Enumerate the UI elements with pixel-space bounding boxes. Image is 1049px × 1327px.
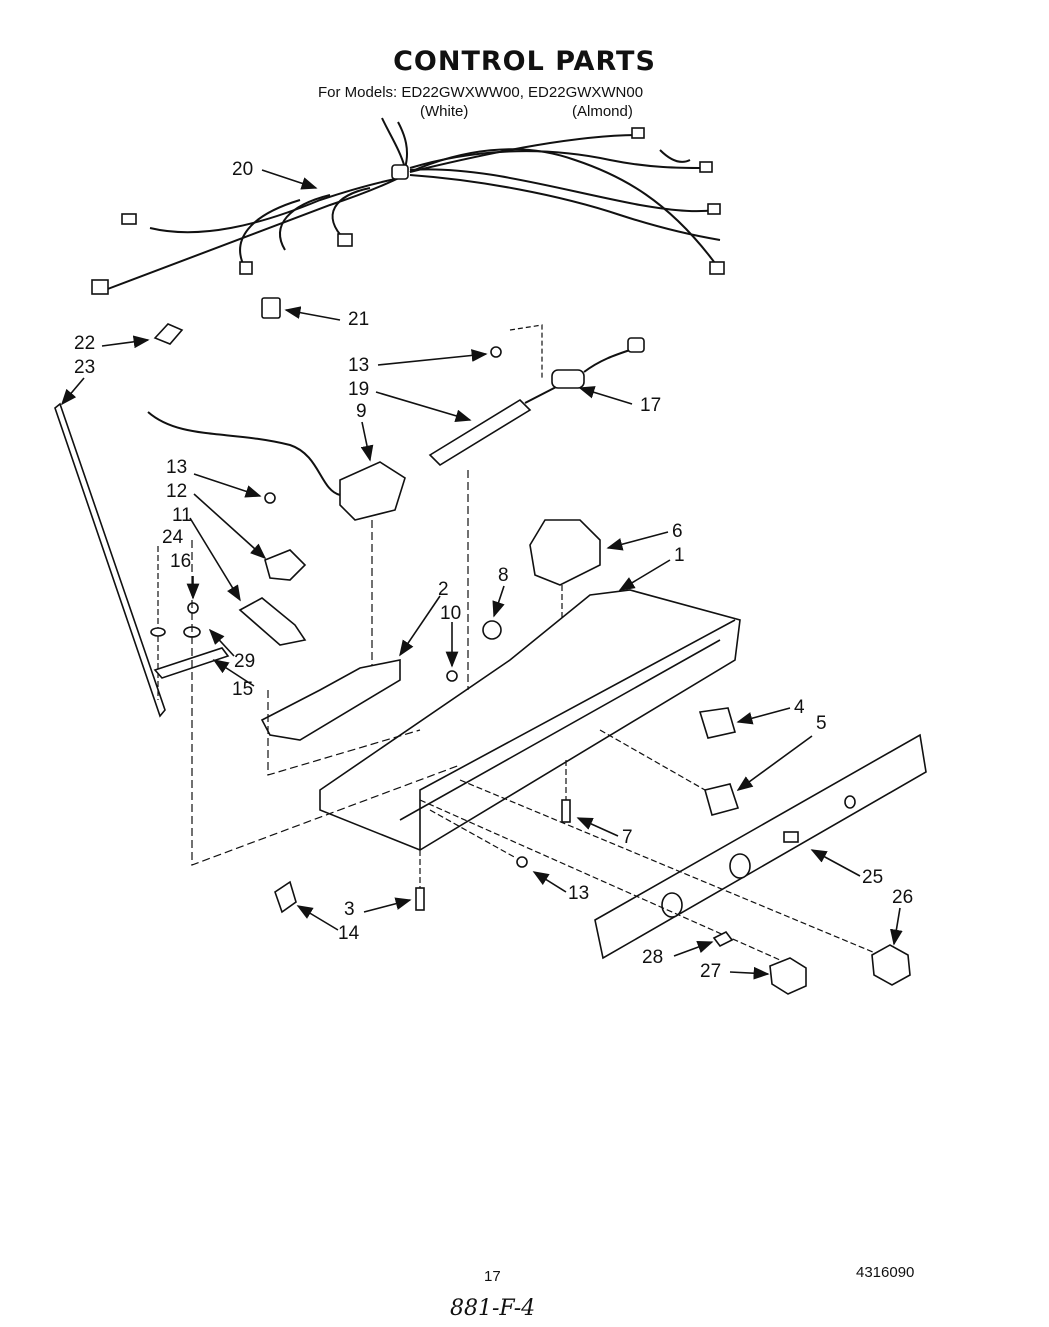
- callout-5: 5: [816, 713, 827, 734]
- callout-7: 7: [622, 827, 633, 848]
- wiring-harness: [91, 117, 725, 295]
- callout-2: 2: [438, 579, 449, 600]
- callout-28: 28: [642, 947, 664, 968]
- callout-21: 21: [348, 309, 370, 330]
- part-8-grommet: [482, 620, 502, 640]
- part-10-screw: [446, 670, 458, 682]
- callout-22: 22: [74, 333, 96, 354]
- part-21-clip: [261, 297, 281, 319]
- callout-24: 24: [162, 527, 184, 548]
- callout-17: 17: [640, 395, 662, 416]
- callout-27: 27: [700, 961, 722, 982]
- part-4-switch: [698, 707, 737, 739]
- part-28-spring: [712, 930, 734, 948]
- callout-16: 16: [170, 551, 192, 572]
- part-3-screw: [415, 887, 425, 911]
- part-16-screw: [187, 602, 199, 614]
- callout-6: 6: [672, 521, 683, 542]
- handwritten-note: 881-F-4: [450, 1296, 536, 1321]
- variant-almond-label: (Almond): [572, 103, 633, 120]
- part-9-thermostat: [339, 461, 406, 521]
- part-1-control-housing: [319, 589, 741, 851]
- callout-20: 20: [232, 159, 254, 180]
- part-13-screw: [490, 346, 502, 358]
- callout-4: 4: [794, 697, 805, 718]
- callout-26: 26: [892, 887, 914, 908]
- part-19-sensor-tube: [428, 398, 532, 467]
- part-27-knob: [769, 957, 807, 995]
- variant-white-label: (White): [420, 103, 469, 120]
- callout-19: 19: [348, 379, 370, 400]
- callout-1: 1: [674, 545, 685, 566]
- callout-13-left: 13: [166, 457, 188, 478]
- callout-13-bottom: 13: [568, 883, 590, 904]
- callout-25: 25: [862, 867, 884, 888]
- part-2-bracket: [260, 659, 401, 741]
- part-7-screw: [561, 799, 571, 823]
- callout-10: 10: [440, 603, 462, 624]
- part-26-knob: [871, 944, 911, 986]
- part-17-sensor: [551, 369, 585, 389]
- page-title: CONTROL PARTS: [393, 46, 656, 77]
- callout-3: 3: [344, 899, 355, 920]
- part-6-timer: [529, 519, 601, 586]
- part-25-front-panel: [594, 733, 927, 960]
- part-24-washer: [150, 627, 166, 637]
- callout-14: 14: [338, 923, 360, 944]
- part-23-rod: [54, 402, 166, 718]
- part-12-bracket: [264, 549, 307, 581]
- callout-15: 15: [232, 679, 254, 700]
- callout-29: 29: [234, 651, 256, 672]
- part-22-bracket: [153, 323, 184, 345]
- callout-8: 8: [498, 565, 509, 586]
- callout-13-top: 13: [348, 355, 370, 376]
- part-11-lever: [238, 597, 307, 646]
- callout-12: 12: [166, 481, 188, 502]
- part-14-clip: [274, 880, 297, 914]
- page-number: 17: [484, 1268, 501, 1285]
- part-13-screw-c: [516, 856, 528, 868]
- callout-11: 11: [172, 505, 192, 526]
- document-number: 4316090: [856, 1264, 915, 1281]
- part-5-switch: [704, 783, 740, 816]
- callout-9: 9: [356, 401, 367, 422]
- models-line: For Models: ED22GWXWW00, ED22GWXWN00: [318, 84, 644, 101]
- part-13-screw-b: [264, 492, 276, 504]
- callout-23: 23: [74, 357, 96, 378]
